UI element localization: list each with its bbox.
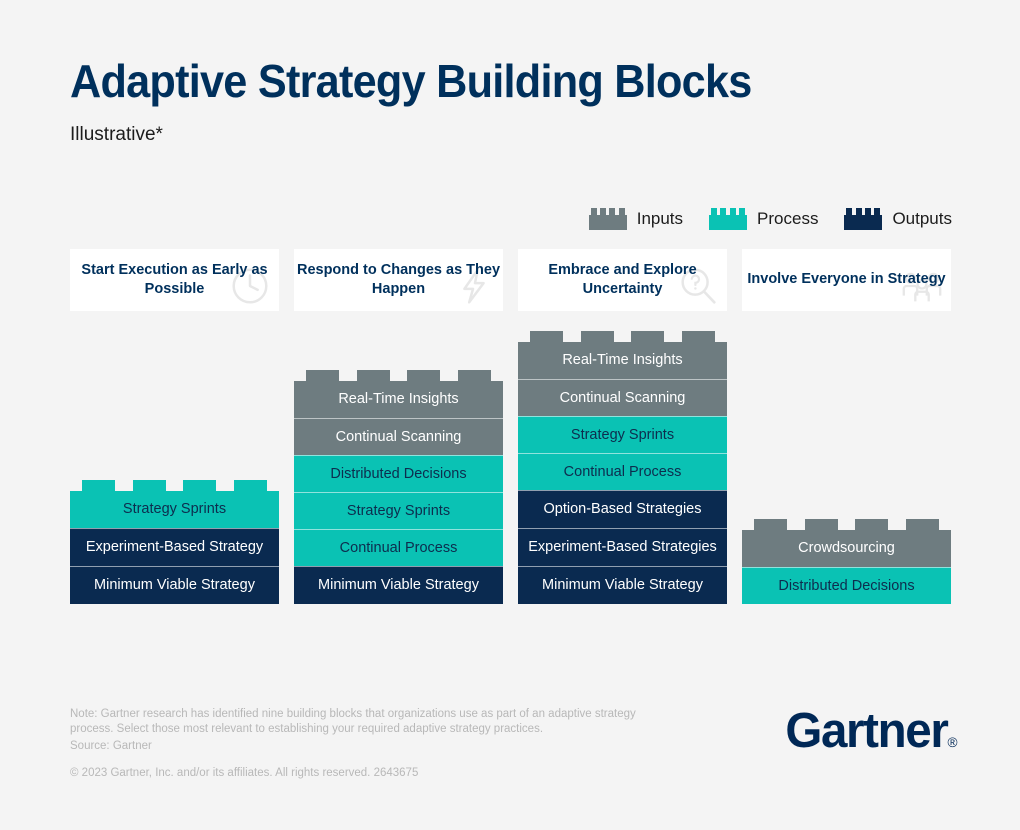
lego-block[interactable]: Strategy Sprints xyxy=(294,492,503,529)
lego-block-label: Strategy Sprints xyxy=(122,501,227,518)
lego-studs xyxy=(70,480,279,491)
card-title: Start Execution as Early as Possible xyxy=(81,261,268,297)
lego-block-label: Minimum Viable Strategy xyxy=(318,577,479,594)
lego-block[interactable]: Minimum Viable Strategy xyxy=(70,566,279,604)
legend-item-outputs: Outputs xyxy=(844,208,952,230)
legend-label: Inputs xyxy=(636,209,684,228)
card-title: Involve Everyone in Strategy xyxy=(747,271,946,288)
lego-block-label: Minimum Viable Strategy xyxy=(94,577,255,594)
footnote-copyright: © 2023 Gartner, Inc. and/or its affiliat… xyxy=(70,767,419,780)
lego-studs xyxy=(742,519,951,530)
lego-block-label: Continual Scanning xyxy=(559,389,686,406)
lego-block[interactable]: Crowdsourcing xyxy=(742,530,951,567)
lego-block-label: Distributed Decisions xyxy=(778,577,915,594)
lego-studs xyxy=(294,370,503,381)
lego-block-label: Real-Time Insights xyxy=(562,352,683,369)
clock-icon xyxy=(227,263,273,309)
lego-block-label: Continual Process xyxy=(563,463,682,480)
lego-block-label: Strategy Sprints xyxy=(570,426,675,443)
card-title: Embrace and Explore Uncertainty xyxy=(548,261,697,297)
lego-block-label: Option-Based Strategies xyxy=(543,501,702,518)
lego-block[interactable]: Experiment-Based Strategy xyxy=(70,528,279,566)
lego-brick-icon xyxy=(709,208,748,230)
legend: Inputs Process Outputs xyxy=(588,208,952,230)
lego-block[interactable]: Distributed Decisions xyxy=(742,567,951,604)
lego-block-label: Minimum Viable Strategy xyxy=(542,577,703,594)
lego-block[interactable]: Real-Time Insights xyxy=(294,381,503,418)
lego-block-label: Crowdsourcing xyxy=(798,540,895,557)
lego-studs xyxy=(518,331,727,342)
legend-item-process: Process xyxy=(709,208,818,230)
lightning-bolt-icon xyxy=(451,263,497,309)
page-subtitle: Illustrative* xyxy=(70,124,163,145)
lego-block-label: Strategy Sprints xyxy=(346,502,451,519)
lego-block[interactable]: Continual Process xyxy=(294,529,503,566)
page-title: Adaptive Strategy Building Blocks xyxy=(70,55,752,107)
header: Adaptive Strategy Building Blocks Illust… xyxy=(70,58,795,146)
lego-block[interactable]: Continual Scanning xyxy=(294,418,503,455)
gartner-logo-text: Gartner xyxy=(785,704,950,758)
footnote-note: Note: Gartner research has identified ni… xyxy=(70,708,636,736)
column-header-card-4[interactable]: Involve Everyone in Strategy xyxy=(742,249,951,311)
magnifier-question-icon xyxy=(675,263,721,309)
lego-brick-icon xyxy=(588,208,627,230)
lego-brick-icon xyxy=(844,208,883,230)
lego-block[interactable]: Minimum Viable Strategy xyxy=(518,566,727,604)
lego-block-label: Continual Scanning xyxy=(335,428,462,445)
lego-block[interactable]: Minimum Viable Strategy xyxy=(294,566,503,604)
card-title: Respond to Changes as They Happen xyxy=(296,261,501,297)
legend-label: Outputs xyxy=(892,209,952,228)
lego-block[interactable]: Option-Based Strategies xyxy=(518,490,727,528)
gartner-logo: Gartner® xyxy=(786,707,958,756)
lego-block-label: Experiment-Based Strategy xyxy=(85,539,264,556)
lego-block[interactable]: Distributed Decisions xyxy=(294,455,503,492)
footnote-source: Source: Gartner xyxy=(70,740,152,753)
lego-block[interactable]: Continual Process xyxy=(518,453,727,490)
column-header-card-2[interactable]: Respond to Changes as They Happen xyxy=(294,249,503,311)
lego-block-label: Continual Process xyxy=(339,539,458,556)
footnote: Note: Gartner research has identified ni… xyxy=(70,707,670,793)
lego-block[interactable]: Real-Time Insights xyxy=(518,342,727,379)
column-header-card-3[interactable]: Embrace and Explore Uncertainty xyxy=(518,249,727,311)
lego-block-label: Real-Time Insights xyxy=(338,391,459,408)
column-header-card-1[interactable]: Start Execution as Early as Possible xyxy=(70,249,279,311)
legend-label: Process xyxy=(757,209,819,228)
lego-block[interactable]: Experiment-Based Strategies xyxy=(518,528,727,566)
lego-block[interactable]: Strategy Sprints xyxy=(518,416,727,453)
lego-block-label: Distributed Decisions xyxy=(330,465,467,482)
lego-block[interactable]: Continual Scanning xyxy=(518,379,727,416)
legend-item-inputs: Inputs xyxy=(588,208,684,230)
lego-block[interactable]: Strategy Sprints xyxy=(70,491,279,528)
people-group-icon xyxy=(899,263,945,309)
registered-trademark-mark: ® xyxy=(947,734,958,750)
lego-block-label: Experiment-Based Strategies xyxy=(528,539,717,556)
